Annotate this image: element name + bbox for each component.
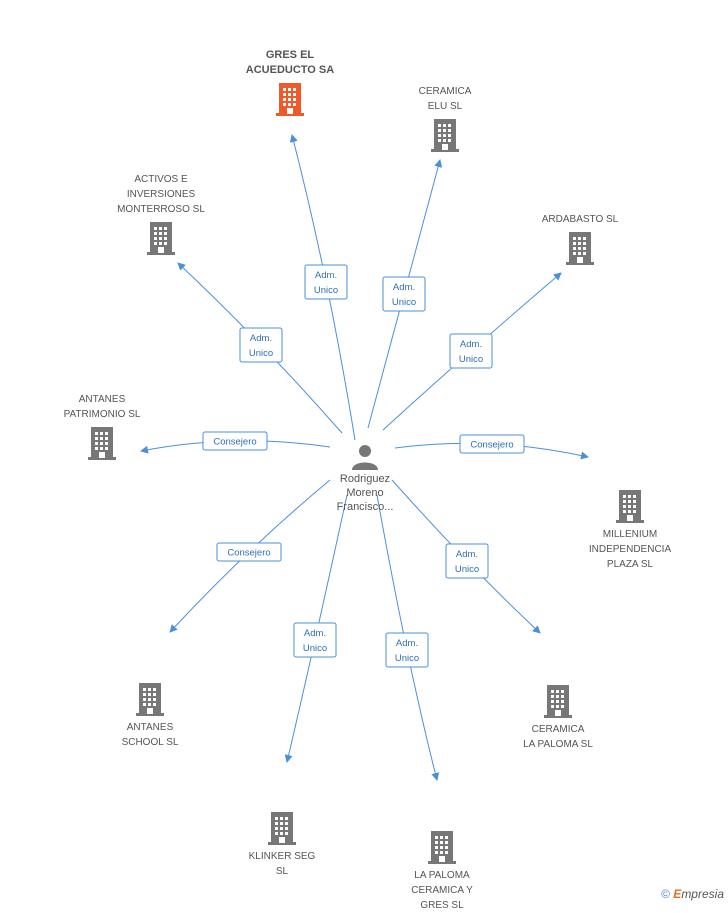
footer-brand: © Empresia [661, 887, 724, 901]
relation-label-lapaloma_gres[interactable]: Adm. Unico [385, 632, 429, 668]
relation-label-text: Adm. [396, 638, 418, 649]
company-name: GRES EL ACUEDUCTO SA [245, 49, 335, 76]
relation-label-text: Adm. [315, 270, 337, 281]
building-icon [566, 232, 594, 265]
relation-label-elu[interactable]: Adm. Unico [382, 276, 426, 312]
building-icon [616, 490, 644, 523]
relation-label-text: Consejero [227, 548, 270, 559]
company-node-klinker[interactable]: KLINKER SEG SL [222, 807, 342, 879]
building-icon [88, 427, 116, 460]
relation-label-text: Unico [314, 285, 338, 296]
company-name: ARDABASTO SL [541, 214, 619, 225]
company-name: LA PALOMA CERAMICA Y GRES SL [411, 870, 473, 911]
relation-label-text: Adm. [460, 339, 482, 350]
relation-label-text: Unico [455, 564, 479, 575]
relation-label-text: Unico [303, 643, 327, 654]
company-name: KLINKER SEG SL [248, 851, 316, 877]
relation-label-school[interactable]: Consejero [216, 542, 282, 562]
relation-label-text: Unico [249, 348, 273, 359]
building-icon [268, 812, 296, 845]
company-node-ardabasto[interactable]: ARDABASTO SL [525, 212, 635, 269]
company-node-elu[interactable]: CERAMICA ELU SL [395, 84, 495, 156]
building-icon [428, 831, 456, 864]
relation-label-text: Adm. [250, 333, 272, 344]
relation-label-text: Unico [395, 653, 419, 664]
relation-label-gres[interactable]: Adm. Unico [304, 264, 348, 300]
relation-label-text: Adm. [393, 282, 415, 293]
relation-label-text: Adm. [304, 628, 326, 639]
company-node-activos[interactable]: ACTIVOS E INVERSIONES MONTERROSO SL [100, 172, 222, 259]
person-name: Rodriguez Moreno Francisco... [336, 473, 394, 513]
company-name: MILLENIUM INDEPENDENCIA PLAZA SL [588, 529, 672, 570]
company-name: CERAMICA LA PALOMA SL [523, 724, 593, 750]
company-node-gres[interactable]: GRES EL ACUEDUCTO SA [232, 48, 348, 120]
building-icon [147, 222, 175, 255]
relation-label-text: Consejero [470, 440, 513, 451]
company-name: ANTANES SCHOOL SL [121, 722, 179, 748]
relation-label-text: Adm. [456, 549, 478, 560]
company-node-lapaloma_gres[interactable]: LA PALOMA CERAMICA Y GRES SL [382, 826, 502, 913]
company-name: CERAMICA ELU SL [418, 86, 472, 112]
relation-label-lapaloma_sl[interactable]: Adm. Unico [445, 543, 489, 579]
relation-label-klinker[interactable]: Adm. Unico [293, 622, 337, 658]
company-node-school[interactable]: ANTANES SCHOOL SL [90, 678, 210, 750]
company-name: ANTANES PATRIMONIO SL [63, 394, 141, 420]
relation-label-text: Consejero [213, 437, 256, 448]
relation-label-activos[interactable]: Adm. Unico [239, 327, 283, 363]
building-icon [544, 685, 572, 718]
person-icon [352, 445, 378, 470]
building-icon [276, 83, 304, 116]
company-name: ACTIVOS E INVERSIONES MONTERROSO SL [117, 174, 205, 215]
relation-label-millenium[interactable]: Consejero [459, 434, 525, 454]
building-icon [431, 119, 459, 152]
brand-logo-letter: E [673, 887, 682, 901]
relation-label-ardabasto[interactable]: Adm. Unico [449, 333, 493, 369]
relation-label-patrimonio[interactable]: Consejero [202, 431, 268, 451]
company-node-lapaloma_sl[interactable]: CERAMICA LA PALOMA SL [498, 680, 618, 752]
brand-logo-text: mpresia [681, 887, 724, 901]
company-node-patrimonio[interactable]: ANTANES PATRIMONIO SL [42, 392, 162, 464]
relation-label-text: Unico [459, 354, 483, 365]
copyright-symbol: © [661, 887, 670, 901]
relation-label-text: Unico [392, 297, 416, 308]
company-node-millenium[interactable]: MILLENIUM INDEPENDENCIA PLAZA SL [570, 485, 690, 572]
center-person[interactable]: Rodriguez Moreno Francisco... [320, 440, 410, 514]
building-icon [136, 683, 164, 716]
